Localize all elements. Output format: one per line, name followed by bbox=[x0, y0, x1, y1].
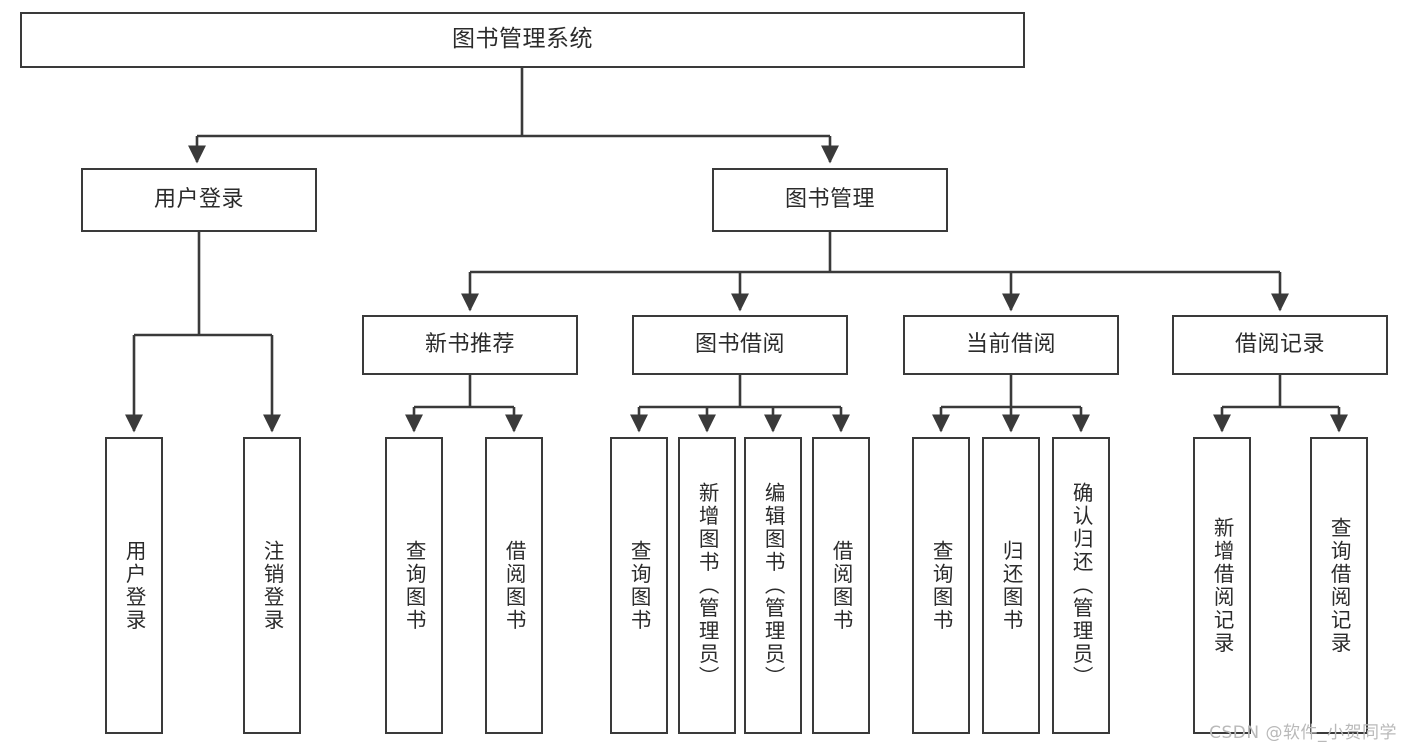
leaf-query-books-new-book[interactable]: 查询图书 bbox=[385, 437, 443, 734]
leaf-return-books[interactable]: 归还图书 bbox=[982, 437, 1040, 734]
node-label: 查询借阅记录 bbox=[1327, 516, 1352, 655]
node-current-borrowing[interactable]: 当前借阅 bbox=[903, 315, 1119, 375]
leaf-confirm-return-admin[interactable]: 确认归还（管理员） bbox=[1052, 437, 1110, 734]
node-label: 查询图书 bbox=[627, 539, 652, 632]
node-label: 借阅图书 bbox=[829, 539, 854, 632]
node-label: 新书推荐 bbox=[424, 332, 515, 358]
node-label: 图书借阅 bbox=[694, 332, 785, 358]
node-label: 查询图书 bbox=[402, 539, 427, 632]
leaf-borrow-books-new-book[interactable]: 借阅图书 bbox=[485, 437, 543, 734]
node-label: 注销登录 bbox=[260, 539, 285, 632]
leaf-add-book-admin[interactable]: 新增图书（管理员） bbox=[678, 437, 736, 734]
leaf-query-borrow-record[interactable]: 查询借阅记录 bbox=[1310, 437, 1368, 734]
node-book-management[interactable]: 图书管理 bbox=[712, 168, 948, 232]
node-label: 用户登录 bbox=[122, 539, 147, 632]
leaf-logout[interactable]: 注销登录 bbox=[243, 437, 301, 734]
node-label: 当前借阅 bbox=[965, 332, 1056, 358]
node-book-borrowing[interactable]: 图书借阅 bbox=[632, 315, 848, 375]
node-label: 借阅图书 bbox=[502, 539, 527, 632]
node-label: 新增借阅记录 bbox=[1210, 516, 1235, 655]
node-label: 编辑图书（管理员） bbox=[761, 482, 786, 689]
leaf-edit-book-admin[interactable]: 编辑图书（管理员） bbox=[744, 437, 802, 734]
node-new-book-recommendation[interactable]: 新书推荐 bbox=[362, 315, 578, 375]
node-label: 新增图书（管理员） bbox=[695, 482, 720, 689]
node-borrow-records[interactable]: 借阅记录 bbox=[1172, 315, 1388, 375]
node-user-login[interactable]: 用户登录 bbox=[81, 168, 317, 232]
node-label: 借阅记录 bbox=[1234, 332, 1325, 358]
node-root-book-management-system[interactable]: 图书管理系统 bbox=[20, 12, 1025, 68]
node-label: 归还图书 bbox=[999, 539, 1024, 632]
node-label: 确认归还（管理员） bbox=[1069, 482, 1094, 689]
leaf-query-books-borrow[interactable]: 查询图书 bbox=[610, 437, 668, 734]
node-label: 图书管理 bbox=[784, 187, 875, 213]
node-label: 图书管理系统 bbox=[452, 26, 593, 53]
leaf-borrow-books[interactable]: 借阅图书 bbox=[812, 437, 870, 734]
leaf-user-login[interactable]: 用户登录 bbox=[105, 437, 163, 734]
node-label: 查询图书 bbox=[929, 539, 954, 632]
leaf-query-books-current[interactable]: 查询图书 bbox=[912, 437, 970, 734]
leaf-add-borrow-record[interactable]: 新增借阅记录 bbox=[1193, 437, 1251, 734]
node-label: 用户登录 bbox=[153, 187, 244, 213]
